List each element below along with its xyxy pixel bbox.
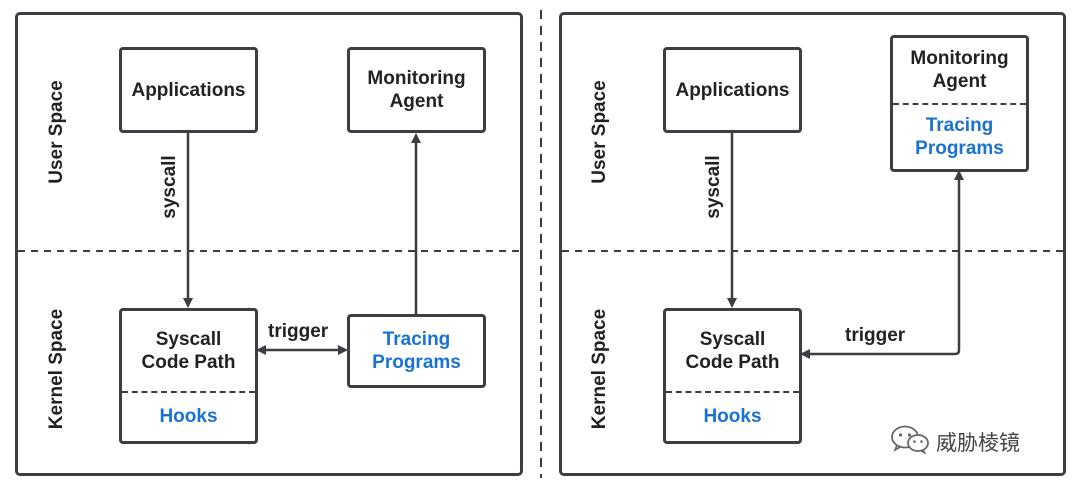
right-trigger-label: trigger bbox=[845, 325, 906, 346]
box-divider bbox=[893, 102, 1026, 105]
tracing-programs-label: Tracing Programs bbox=[915, 114, 1004, 159]
applications-label: Applications bbox=[131, 79, 246, 101]
right-syscall-label: syscall bbox=[703, 155, 724, 219]
hooks-label: Hooks bbox=[159, 406, 218, 428]
left-tracing-programs-box: Tracing Programs bbox=[347, 314, 486, 388]
hooks-label: Hooks bbox=[703, 406, 762, 428]
left-trigger-label: trigger bbox=[268, 321, 329, 342]
left-syscall-code-path-box: Syscall Code Path Hooks bbox=[119, 308, 258, 444]
wechat-icon bbox=[890, 424, 930, 459]
syscall-code-path-label: Syscall Code Path bbox=[685, 328, 780, 373]
left-applications-box: Applications bbox=[119, 47, 258, 133]
watermark: 威胁棱镜 bbox=[890, 424, 1020, 459]
tracing-programs-label: Tracing Programs bbox=[372, 329, 461, 373]
box-divider bbox=[122, 390, 255, 393]
left-panel bbox=[15, 12, 523, 476]
right-syscall-code-path-box: Syscall Code Path Hooks bbox=[663, 308, 802, 444]
right-monitoring-agent-box: Monitoring Agent Tracing Programs bbox=[890, 35, 1029, 172]
right-panel bbox=[559, 12, 1066, 476]
left-syscall-label: syscall bbox=[159, 155, 180, 219]
right-applications-box: Applications bbox=[663, 47, 802, 133]
right-kernel-space-label: Kernel Space bbox=[589, 308, 610, 430]
monitoring-agent-label: Monitoring Agent bbox=[910, 48, 1009, 93]
box-divider bbox=[666, 390, 799, 393]
watermark-text: 威胁棱镜 bbox=[936, 430, 1020, 455]
applications-label: Applications bbox=[675, 79, 790, 101]
left-monitoring-agent-box: Monitoring Agent bbox=[347, 47, 486, 133]
left-user-space-label: User Space bbox=[46, 80, 67, 184]
left-kernel-space-label: Kernel Space bbox=[46, 308, 67, 430]
right-user-space-label: User Space bbox=[589, 80, 610, 184]
right-trigger-arrow bbox=[800, 170, 964, 359]
syscall-code-path-label: Syscall Code Path bbox=[141, 328, 236, 373]
monitoring-agent-label: Monitoring Agent bbox=[367, 68, 466, 112]
